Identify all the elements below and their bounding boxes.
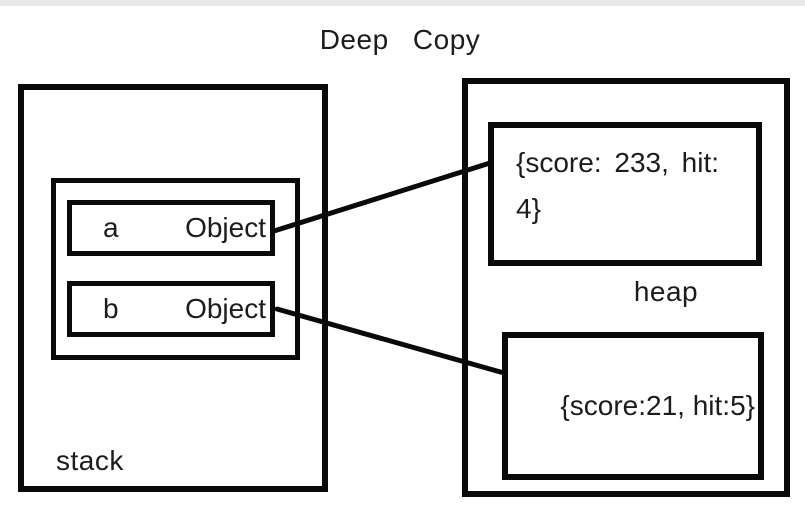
variable-name: b <box>103 293 119 324</box>
stack-variables-group <box>51 178 300 360</box>
variable-name: a <box>103 212 119 243</box>
window-top-strip <box>0 0 805 6</box>
variable-value: Object <box>185 212 266 243</box>
stack-label: stack <box>56 445 124 476</box>
heap-object-1: {score: 233, hit: 4} <box>488 122 762 266</box>
heap-object-2: {score:21, hit:5} <box>502 332 764 480</box>
variable-value: Object <box>185 293 266 324</box>
variable-row-a: a Object <box>67 200 275 256</box>
heap-label: heap <box>633 276 699 307</box>
diagram-title: Deep Copy <box>319 24 481 55</box>
variable-row-b: b Object <box>67 281 275 337</box>
